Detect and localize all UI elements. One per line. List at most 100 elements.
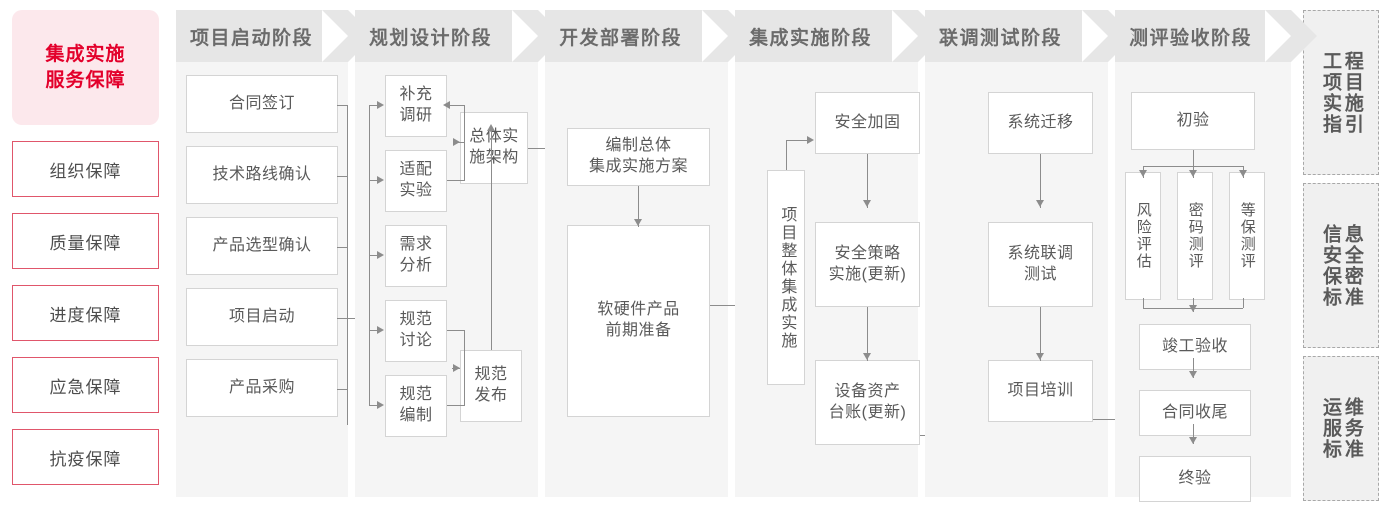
node-label: 合同收尾 xyxy=(1161,403,1228,421)
node-label-line2: 实施(更新) xyxy=(828,265,907,283)
service-guarantee-panel: 集成实施 服务保障 组织保障 质量保障 进度保障 应急保障 抗疫保障 xyxy=(12,10,159,485)
node-contract-closure[interactable]: 合同收尾 xyxy=(1139,390,1251,436)
connector-fan-to-research xyxy=(369,105,378,106)
arrow-down-into-jointtest-icon xyxy=(1035,200,1044,207)
node-supplementary-research[interactable]: 补充 调研 xyxy=(385,75,447,137)
node-tech-route-confirm[interactable]: 技术路线确认 xyxy=(186,146,338,204)
node-system-migration[interactable]: 系统迁移 xyxy=(988,92,1093,154)
node-label: 终验 xyxy=(1178,469,1212,487)
node-project-training[interactable]: 项目培训 xyxy=(988,360,1093,422)
node-label-line2: 分析 xyxy=(399,257,433,274)
node-preliminary-acceptance[interactable]: 初验 xyxy=(1131,92,1255,150)
phase-column-dev-deployment: 开发部署阶段 编制总体 集成实施方案 软硬件产品 前期准备 xyxy=(545,10,754,497)
arrow-into-adaptation-icon xyxy=(377,175,384,184)
node-product-selection-confirm[interactable]: 产品选型确认 xyxy=(186,217,338,275)
guarantee-item-organization[interactable]: 组织保障 xyxy=(12,141,159,197)
guarantee-item-epidemic[interactable]: 抗疫保障 xyxy=(12,429,159,485)
node-hw-sw-preparation[interactable]: 软硬件产品 前期准备 xyxy=(567,225,710,417)
node-label-line1: 规范 xyxy=(399,386,433,404)
phase-column-integration: 集成实施阶段 项目整体集成实施 安全加固 安全策略 实施(更新) 设备资产 台账… xyxy=(735,10,944,497)
arrow-down-into-training-icon xyxy=(1035,353,1044,360)
node-completion-acceptance[interactable]: 竣工验收 xyxy=(1139,324,1251,370)
arrow-down-into-mlps-icon xyxy=(1238,170,1247,177)
guarantee-item-label: 抗疫保障 xyxy=(49,449,122,469)
node-risk-assessment[interactable]: 风险评估 xyxy=(1125,172,1161,300)
node-label: 系统迁移 xyxy=(1007,113,1074,131)
node-cryptography-evaluation[interactable]: 密码测评 xyxy=(1177,172,1213,300)
node-requirement-analysis[interactable]: 需求 分析 xyxy=(385,225,447,287)
arrow-down-into-crypto-icon xyxy=(1188,170,1197,177)
connector-integration-up xyxy=(786,140,787,170)
node-label: 竣工验收 xyxy=(1161,337,1228,355)
arrow-down-into-ledger-icon xyxy=(862,353,871,360)
connector-fan-to-discussion xyxy=(369,330,378,331)
phase-header-evaluation-acceptance[interactable]: 测评验收阶段 xyxy=(1115,10,1317,62)
standard-card-infosec-confidentiality[interactable]: 信安保标 息全密准 xyxy=(1303,183,1379,348)
guarantee-item-quality[interactable]: 质量保障 xyxy=(12,213,159,269)
node-label-line2: 集成实施方案 xyxy=(588,158,688,175)
arrow-into-discussion-icon xyxy=(377,325,384,334)
phase-title: 测评验收阶段 xyxy=(1129,27,1253,49)
arrow-into-drafting-icon xyxy=(377,400,384,409)
arrow-down-into-final-icon xyxy=(1188,437,1197,444)
node-asset-ledger-update[interactable]: 设备资产 台账(更新) xyxy=(815,360,920,445)
guarantee-item-label: 进度保障 xyxy=(49,305,122,325)
node-product-procurement[interactable]: 产品采购 xyxy=(186,359,338,417)
connector-training-right xyxy=(1093,419,1119,420)
connector-fan-to-drafting xyxy=(369,405,378,406)
node-security-policy-implementation[interactable]: 安全策略 实施(更新) xyxy=(815,222,920,307)
standard-card-ops-service[interactable]: 运服标 维务准 xyxy=(1303,356,1379,501)
arrow-back-to-research-icon xyxy=(443,100,450,109)
arrow-down-into-risk-icon xyxy=(1138,170,1147,177)
node-mlps-evaluation[interactable]: 等保测评 xyxy=(1229,172,1265,300)
standard-card-col-right: 维务准 xyxy=(1341,397,1363,460)
node-label-line1: 系统联调 xyxy=(1007,244,1074,262)
phase-header-planning-design[interactable]: 规划设计阶段 xyxy=(355,10,564,62)
node-label-line1: 设备资产 xyxy=(834,382,901,400)
connector-procurement-to-bus xyxy=(337,389,348,390)
connector-mlps-up-merge xyxy=(1243,298,1244,308)
node-label-line1: 安全策略 xyxy=(834,244,901,262)
phase-header-project-initiation[interactable]: 项目启动阶段 xyxy=(176,10,374,62)
standard-card-project-implementation-guide[interactable]: 工项实指 程目施引 xyxy=(1303,10,1379,175)
node-system-joint-test[interactable]: 系统联调 测试 xyxy=(988,222,1093,307)
node-overall-implementation-architecture[interactable]: 总体实 施架构 xyxy=(460,112,528,184)
node-overall-project-integration[interactable]: 项目整体集成实施 xyxy=(767,170,805,385)
phase-body-planning-design: 补充 调研 适配 实验 需求 分析 规范 讨论 xyxy=(355,62,538,497)
phase-header-joint-testing[interactable]: 联调测试阶段 xyxy=(925,10,1134,62)
connector-fan-to-adaptation xyxy=(369,180,378,181)
node-spec-discussion[interactable]: 规范 讨论 xyxy=(385,300,447,362)
node-label-line2: 实验 xyxy=(399,182,433,199)
node-label-line1: 软硬件产品 xyxy=(597,301,680,319)
node-adaptation-experiment[interactable]: 适配 实验 xyxy=(385,150,447,212)
node-final-acceptance[interactable]: 终验 xyxy=(1139,456,1251,502)
node-project-kickoff[interactable]: 项目启动 xyxy=(186,288,338,346)
standard-card-col-left: 运服标 xyxy=(1320,397,1341,460)
phase-column-joint-testing: 联调测试阶段 系统迁移 系统联调 测试 项目培训 xyxy=(925,10,1134,497)
node-label: 项目启动 xyxy=(228,307,295,325)
node-spec-drafting[interactable]: 规范 编制 xyxy=(385,375,447,437)
connector-policy-to-ledger xyxy=(867,307,868,361)
phase-column-project-initiation: 项目启动阶段 合同签订 技术路线确认 产品选型确认 项目启动 产品采购 xyxy=(176,10,374,497)
phase-title: 开发部署阶段 xyxy=(559,27,683,49)
phase-title: 集成实施阶段 xyxy=(749,27,873,49)
phase-body-project-initiation: 合同签订 技术路线确认 产品选型确认 项目启动 产品采购 xyxy=(176,62,348,497)
arrow-down-into-completion-icon xyxy=(1188,305,1197,312)
connector-closure-to-final xyxy=(1193,424,1194,444)
node-compile-integration-plan[interactable]: 编制总体 集成实施方案 xyxy=(567,128,710,186)
guarantee-item-emergency[interactable]: 应急保障 xyxy=(12,357,159,413)
guarantee-item-schedule[interactable]: 进度保障 xyxy=(12,285,159,341)
connector-fan-to-requirement xyxy=(369,255,378,256)
node-contract-signing[interactable]: 合同签订 xyxy=(186,75,338,133)
node-security-hardening[interactable]: 安全加固 xyxy=(815,92,920,154)
node-label-line1: 编制总体 xyxy=(605,137,672,155)
phase-header-integration[interactable]: 集成实施阶段 xyxy=(735,10,944,62)
connector-plan-to-preparation xyxy=(638,186,639,227)
arrow-down-into-policy-icon xyxy=(862,200,871,207)
node-spec-release[interactable]: 规范 发布 xyxy=(460,350,522,422)
node-label-line2: 讨论 xyxy=(399,332,433,349)
phase-header-dev-deployment[interactable]: 开发部署阶段 xyxy=(545,10,754,62)
guarantee-item-label: 应急保障 xyxy=(49,377,122,397)
chevron-cut-icon xyxy=(1082,10,1108,62)
chevron-cut-icon xyxy=(1265,10,1291,62)
